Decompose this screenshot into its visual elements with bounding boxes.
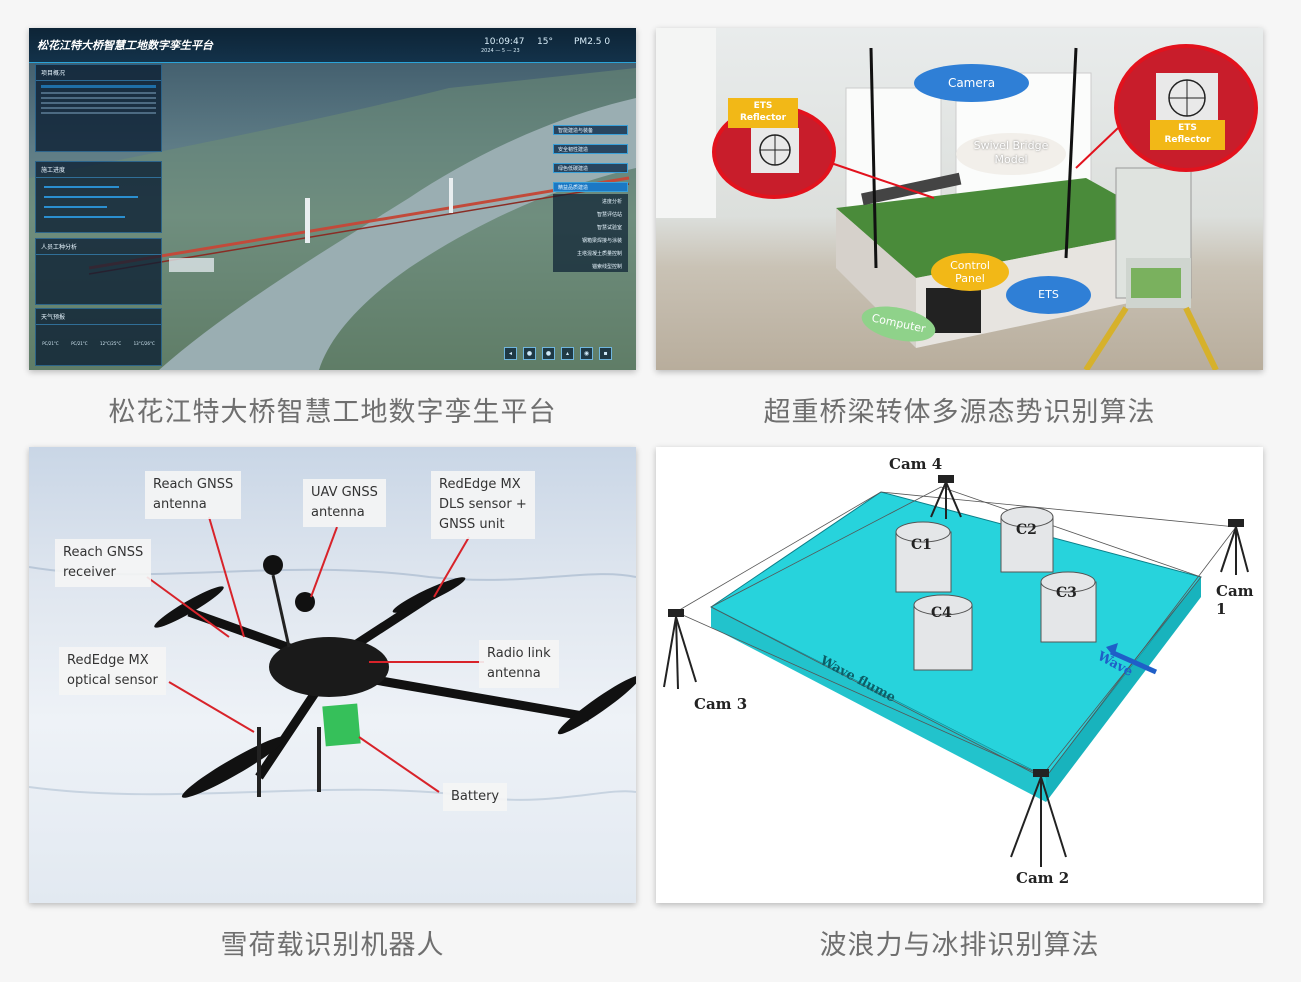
menu-item[interactable]: 绿色低碳建造 [553, 163, 628, 173]
cam3-label: Cam 3 [694, 695, 748, 713]
ets-reflector-callout: ETS Reflector [728, 98, 798, 128]
toolbar-button[interactable]: ● [542, 347, 555, 360]
control-panel-callout: Control Panel [931, 253, 1009, 291]
toolbar-button[interactable]: ◉ [580, 347, 593, 360]
snow-load-drone-image: Reach GNSS antenna UAV GNSS antenna RedE… [29, 447, 636, 903]
labor-analysis-panel: 人员工种分析 [35, 238, 162, 305]
cylinder-c1-label: C1 [911, 537, 932, 553]
wave-ice-diagram-image: Cam 4 Cam 1 Cam 3 Cam 2 C1 C2 C3 C4 Wave… [656, 447, 1263, 903]
ets-callout: ETS [1006, 276, 1091, 314]
submenu-item[interactable]: 智慧试验室 [596, 225, 622, 231]
cam1-label: Cam 1 [1216, 582, 1254, 618]
caption-snow-robot: 雪荷载识别机器人 [220, 930, 445, 961]
camera-callout: Camera [914, 64, 1029, 102]
submenu-item[interactable]: 进度分析 [601, 199, 622, 205]
reach-gnss-receiver-label: Reach GNSS receiver [55, 539, 152, 587]
rededge-optical-label: RedEdge MX optical sensor [59, 647, 166, 695]
pm25-readout: PM2.5 0 [574, 37, 611, 47]
caption-wave-ice: 波浪力与冰排识别算法 [819, 930, 1100, 961]
cylinder-c4-label: C4 [931, 605, 952, 621]
section-title: 人员工种分析 [36, 239, 161, 255]
cam4-label: Cam 4 [889, 455, 943, 473]
submenu-item[interactable]: 智慧评估站 [596, 212, 622, 218]
radio-link-label: Radio link antenna [479, 640, 559, 688]
clock-date: 2024 — 5 — 23 [481, 48, 520, 54]
menu-item[interactable]: 安全韧性建造 [553, 144, 628, 154]
menu-item[interactable]: 智能建造与装备 [553, 125, 628, 135]
cam2-label: Cam 2 [1016, 869, 1070, 887]
toolbar-button[interactable]: ◂ [504, 347, 517, 360]
cylinder-c3-label: C3 [1056, 585, 1077, 601]
digital-twin-dashboard-image: 松花江特大桥智慧工地数字孪生平台 10:09:47 2024 — 5 — 23 … [29, 28, 636, 370]
menu-item-active[interactable]: 精益品质建造 [553, 182, 628, 192]
caption-digital-twin: 松花江特大桥智慧工地数字孪生平台 [108, 397, 557, 428]
weather-day: PC/21°C [42, 341, 59, 346]
battery-label: Battery [443, 783, 508, 811]
submenu-item[interactable]: 钢箱梁焊接与涂装 [581, 238, 622, 244]
river-bridge-scene [29, 68, 636, 370]
toolbar-button[interactable]: ▪ [599, 347, 612, 360]
caption-swivel-bridge: 超重桥梁转体多源态势识别算法 [763, 397, 1156, 428]
swivel-bridge-lab-image: ETS Reflector ETS Reflector Camera Swive… [656, 28, 1263, 370]
ets-reflector-callout: ETS Reflector [1150, 120, 1225, 150]
dashboard-title: 松花江特大桥智慧工地数字孪生平台 [37, 39, 213, 52]
weather-day: 13°C/26°C [133, 341, 155, 346]
submenu-panel [553, 194, 628, 272]
dashboard-header: 松花江特大桥智慧工地数字孪生平台 10:09:47 2024 — 5 — 23 … [29, 28, 636, 63]
reach-gnss-antenna-label: Reach GNSS antenna [145, 471, 242, 519]
wave-tank-diagram [663, 475, 1249, 867]
swivel-bridge-callout: Swivel Bridge Model [956, 133, 1066, 175]
cylinder-c2-label: C2 [1016, 522, 1037, 538]
section-title: 施工进度 [36, 162, 161, 178]
project-overview-panel: 项目概况 [35, 64, 162, 152]
submenu-item[interactable]: 主塔混凝土质量控制 [576, 251, 622, 257]
toolbar-button[interactable]: ● [523, 347, 536, 360]
temperature: 15° [537, 37, 553, 47]
uav-gnss-antenna-label: UAV GNSS antenna [303, 479, 386, 527]
weather-panel: 天气预报 PC/21°C PC/21°C 12°C/25°C 13°C/26°C [35, 308, 162, 366]
drone-scene [29, 516, 636, 801]
weather-day: 12°C/25°C [100, 341, 122, 346]
clock-time: 10:09:47 [484, 37, 525, 47]
toolbar-button[interactable]: ▴ [561, 347, 574, 360]
section-title: 项目概况 [36, 65, 161, 81]
lab-scene [656, 28, 1258, 370]
weather-day: PC/21°C [71, 341, 88, 346]
submenu-item[interactable]: 锚索线型控制 [591, 264, 622, 270]
construction-progress-panel: 施工进度 [35, 161, 162, 233]
rededge-dls-label: RedEdge MX DLS sensor + GNSS unit [431, 471, 535, 539]
section-title: 天气预报 [36, 309, 161, 325]
